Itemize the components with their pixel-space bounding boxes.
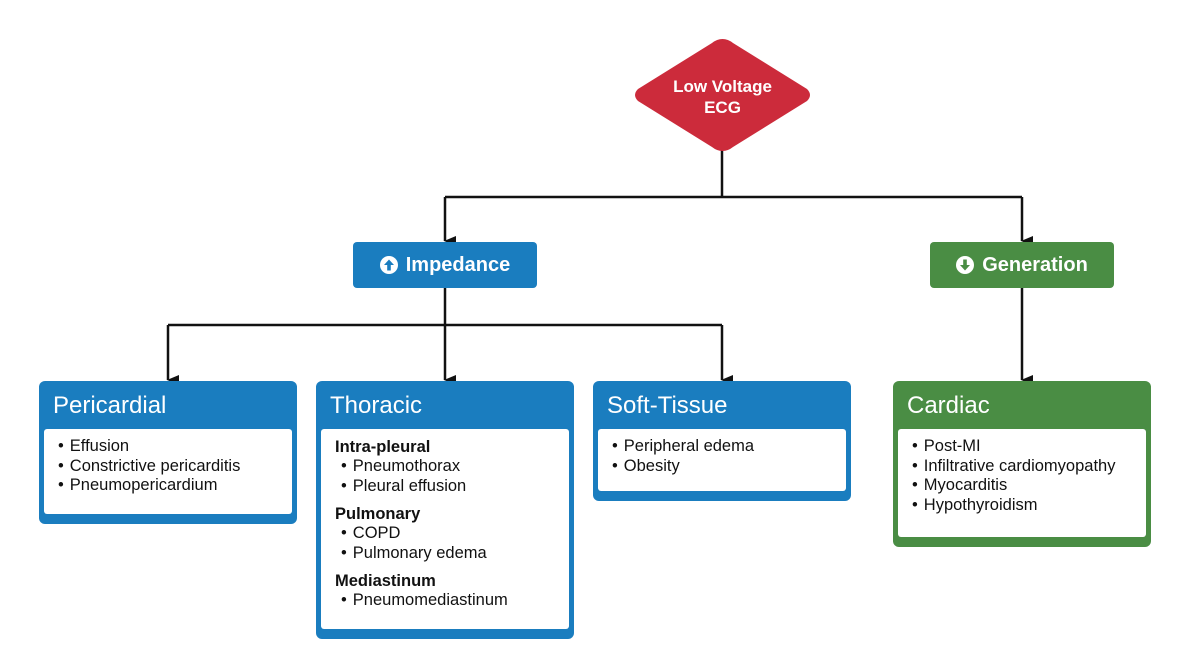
list-item: Infiltrative cardiomyopathy xyxy=(912,457,1136,477)
generation-label: Generation xyxy=(982,253,1088,276)
list-item: Hypothyroidism xyxy=(912,496,1136,516)
soft-tissue-list: Peripheral edema Obesity xyxy=(612,437,836,476)
list-item: COPD xyxy=(335,524,559,544)
root-label: Low Voltage ECG xyxy=(632,76,813,118)
list-item: Post-MI xyxy=(912,437,1136,457)
soft-tissue-card: Soft-Tissue Peripheral edema Obesity xyxy=(593,381,851,501)
cardiac-list: Post-MI Infiltrative cardiomyopathy Myoc… xyxy=(912,437,1136,515)
thoracic-title: Thoracic xyxy=(330,392,423,419)
list-item: Constrictive pericarditis xyxy=(58,457,282,477)
group-heading: Pulmonary xyxy=(335,505,421,523)
list-item: Pneumothorax xyxy=(335,457,559,477)
list-item: Pneumomediastinum xyxy=(335,591,559,611)
group-heading: Intra-pleural xyxy=(335,438,431,456)
soft-tissue-body: Peripheral edema Obesity xyxy=(598,429,846,491)
pericardial-body: Effusion Constrictive pericarditis Pneum… xyxy=(44,429,292,514)
cardiac-card: Cardiac Post-MI Infiltrative cardiomyopa… xyxy=(893,381,1151,547)
cardiac-body: Post-MI Infiltrative cardiomyopathy Myoc… xyxy=(898,429,1146,537)
impedance-label: Impedance xyxy=(405,253,511,276)
thoracic-group-mediastinum: Mediastinum Pneumomediastinum xyxy=(335,571,559,611)
list-item: Effusion xyxy=(58,437,282,457)
generation-node: Generation xyxy=(930,242,1114,288)
pericardial-card: Pericardial Effusion Constrictive perica… xyxy=(39,381,297,524)
soft-tissue-title: Soft-Tissue xyxy=(607,392,728,419)
list-item: Pleural effusion xyxy=(335,477,559,497)
list-item: Peripheral edema xyxy=(612,437,836,457)
pericardial-list: Effusion Constrictive pericarditis Pneum… xyxy=(58,437,282,496)
root-label-line2: ECG xyxy=(704,98,741,117)
root-diamond xyxy=(635,39,810,151)
cardiac-title: Cardiac xyxy=(907,392,990,419)
list-item: Myocarditis xyxy=(912,476,1136,496)
group-heading: Mediastinum xyxy=(335,572,436,590)
impedance-node: Impedance xyxy=(353,242,537,288)
thoracic-body: Intra-pleural Pneumothorax Pleural effus… xyxy=(321,429,569,629)
thoracic-group-pulmonary: Pulmonary COPD Pulmonary edema xyxy=(335,504,559,563)
pericardial-title: Pericardial xyxy=(53,392,167,419)
thoracic-card: Thoracic Intra-pleural Pneumothorax Pleu… xyxy=(316,381,574,639)
thoracic-group-intra-pleural: Intra-pleural Pneumothorax Pleural effus… xyxy=(335,437,559,496)
arrow-up-circle-icon xyxy=(379,256,398,274)
arrow-down-circle-icon xyxy=(956,256,975,274)
list-item: Obesity xyxy=(612,457,836,477)
list-item: Pneumopericardium xyxy=(58,476,282,496)
root-label-line1: Low Voltage xyxy=(673,77,772,96)
list-item: Pulmonary edema xyxy=(335,544,559,564)
